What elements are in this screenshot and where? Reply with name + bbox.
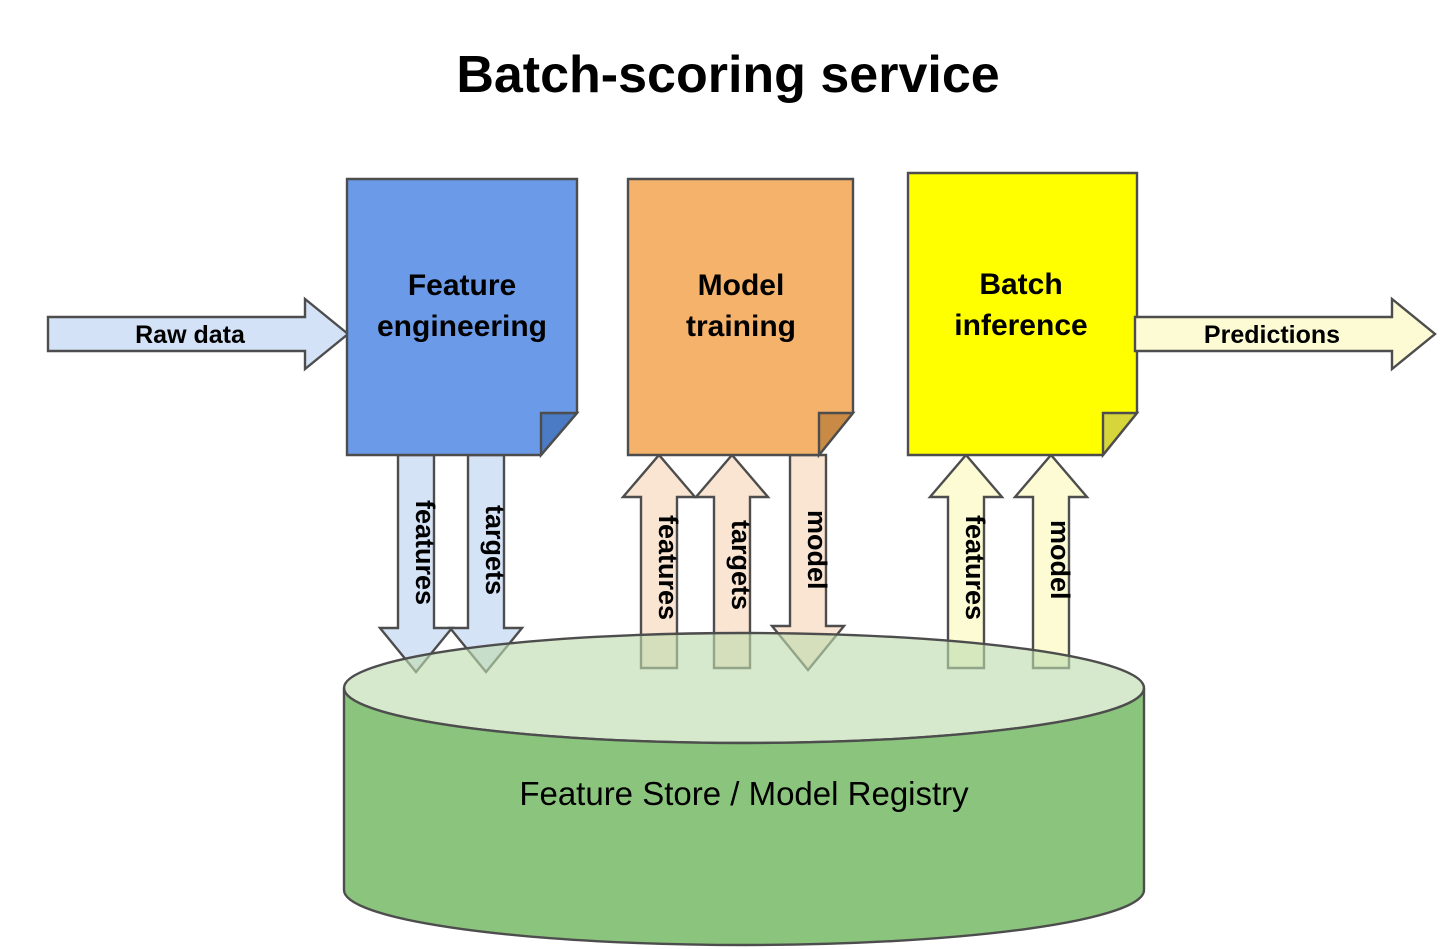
raw-data-arrow-label: Raw data [135, 321, 246, 349]
flow-mt-features: features [620, 453, 698, 670]
node-feature-engineering-label-line1: Feature [408, 269, 516, 302]
node-batch-inference-label-line2: inference [954, 309, 1087, 342]
flow-fe-targets-label: targets [480, 505, 510, 595]
flow-fe-features: features [377, 453, 455, 674]
page-title: Batch-scoring service [456, 46, 999, 104]
node-batch-inference[interactable]: Batch inference [906, 171, 1140, 459]
predictions-arrow: Predictions [1133, 296, 1437, 372]
feature-store-cylinder: Feature Store / Model Registry [342, 631, 1146, 947]
flow-fe-features-arrow-shape [377, 453, 455, 674]
node-batch-inference-fold-icon [1101, 411, 1140, 459]
flow-mt-features-label: features [653, 515, 683, 620]
flow-bi-model: model [1012, 453, 1090, 670]
flow-fe-targets: targets [447, 453, 525, 674]
feature-store-label: Feature Store / Model Registry [519, 775, 969, 812]
node-model-training[interactable]: Model training [626, 177, 856, 459]
predictions-arrow-label: Predictions [1204, 321, 1340, 349]
flow-bi-model-arrow-shape [1012, 453, 1090, 670]
node-model-training-label-line2: training [686, 310, 796, 343]
flow-mt-model-label: model [802, 510, 832, 590]
cylinder-body [342, 687, 1146, 947]
flow-bi-features-label: features [960, 515, 990, 620]
node-feature-engineering-fold-icon [539, 411, 580, 459]
predictions-arrow-shape [1133, 296, 1437, 372]
node-model-training-label-line1: Model [698, 269, 785, 302]
flow-bi-features-arrow-shape [927, 453, 1005, 670]
node-feature-engineering[interactable]: Feature engineering [345, 177, 580, 459]
node-feature-engineering-label-line2: engineering [377, 310, 547, 343]
flow-mt-targets-label: targets [726, 520, 756, 610]
flow-fe-features-label: features [410, 500, 440, 605]
raw-data-arrow-shape [46, 296, 350, 372]
raw-data-arrow: Raw data [46, 296, 350, 372]
node-model-training-fold-icon [817, 411, 856, 459]
flow-bi-features: features [927, 453, 1005, 670]
flow-bi-model-label: model [1045, 520, 1075, 600]
node-batch-inference-label-line1: Batch [979, 268, 1062, 301]
